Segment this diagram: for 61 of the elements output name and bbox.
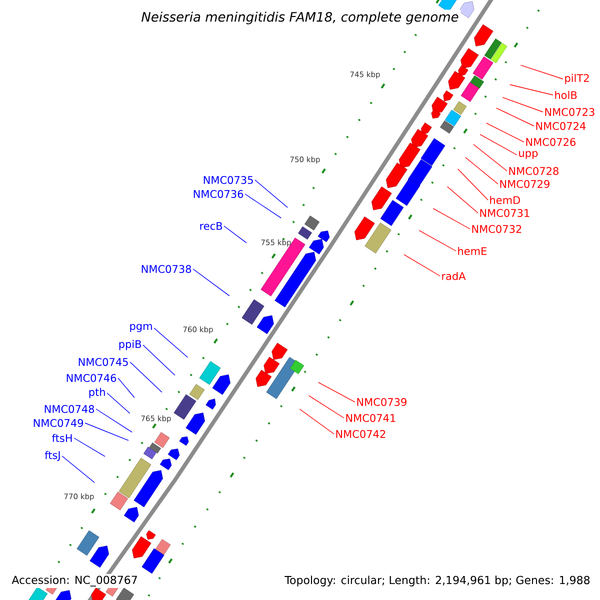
gene-label: ppiB xyxy=(119,340,142,350)
gene-label: pth xyxy=(89,388,105,398)
gene-label: holB xyxy=(555,90,577,100)
gene-label: recB xyxy=(200,222,222,230)
gene-label: pgm xyxy=(130,324,152,332)
gene-label: NMC0735 xyxy=(204,176,253,184)
gene-label: hemE xyxy=(458,246,486,256)
title: Neisseria meningitidis FAM18, complete genome xyxy=(139,10,461,26)
leader-line xyxy=(418,230,456,252)
leader-line xyxy=(502,97,544,112)
leader-line xyxy=(130,362,162,393)
leader-line xyxy=(62,456,95,483)
leader-line xyxy=(84,422,129,441)
leader-line xyxy=(154,328,188,358)
leader-line xyxy=(308,395,344,418)
leader-line xyxy=(496,108,534,126)
gene-label: radA xyxy=(442,272,466,280)
leader-line xyxy=(520,64,564,80)
gene-label: NMC0736 xyxy=(194,190,244,198)
leader-line xyxy=(299,408,334,434)
leader-line xyxy=(74,438,106,457)
gene-label: ftsH xyxy=(52,434,72,442)
gene-label: NMC0723 xyxy=(545,108,594,116)
gene-label: NMC0732 xyxy=(472,225,522,233)
gene-label: upp xyxy=(519,150,538,160)
gene-label: NMC0742 xyxy=(336,430,386,438)
gene-label: NMC0726 xyxy=(526,138,576,146)
gene-label: NMC0749 xyxy=(34,419,84,427)
leader-line xyxy=(318,382,356,402)
gene-label: NMC0739 xyxy=(357,398,406,406)
genome-info-text: Topology: circular; Length: 2,194,961 bp; Genes: 1,988 xyxy=(283,574,592,588)
gene-label: NMC0729 xyxy=(500,180,550,188)
leader-line xyxy=(509,84,554,96)
leader-line xyxy=(446,186,478,214)
leader-line xyxy=(142,344,176,376)
leader-line xyxy=(404,254,440,276)
gene-label: NMC0748 xyxy=(44,405,94,413)
leader-line xyxy=(224,226,247,244)
leader-line xyxy=(473,144,508,172)
gene-label: NMC0738 xyxy=(142,265,192,273)
leader-line xyxy=(465,157,498,184)
leader-line xyxy=(96,408,132,433)
gene-label: NMC0731 xyxy=(480,209,530,217)
leader-line xyxy=(254,180,288,208)
leader-line xyxy=(192,268,230,296)
leader-line xyxy=(106,392,130,414)
gene-label: NMC0724 xyxy=(536,122,586,130)
gene-label: pilT2 xyxy=(565,74,589,84)
leader-line xyxy=(486,122,524,142)
gene-label: NMC0741 xyxy=(346,414,396,422)
gene-label: NMC0745 xyxy=(78,358,128,366)
gene-label: NMC0728 xyxy=(509,167,558,175)
gene-label: hemD xyxy=(490,196,520,204)
accession-text: Accession: NC_008767 xyxy=(10,574,140,588)
gene-label: ftsJ xyxy=(44,450,60,462)
leader-line xyxy=(244,194,282,218)
leader-line xyxy=(458,168,488,200)
leader-line xyxy=(118,378,135,398)
leader-line xyxy=(432,208,470,230)
leader-line xyxy=(480,134,518,156)
gene-label: NMC0746 xyxy=(66,374,116,382)
